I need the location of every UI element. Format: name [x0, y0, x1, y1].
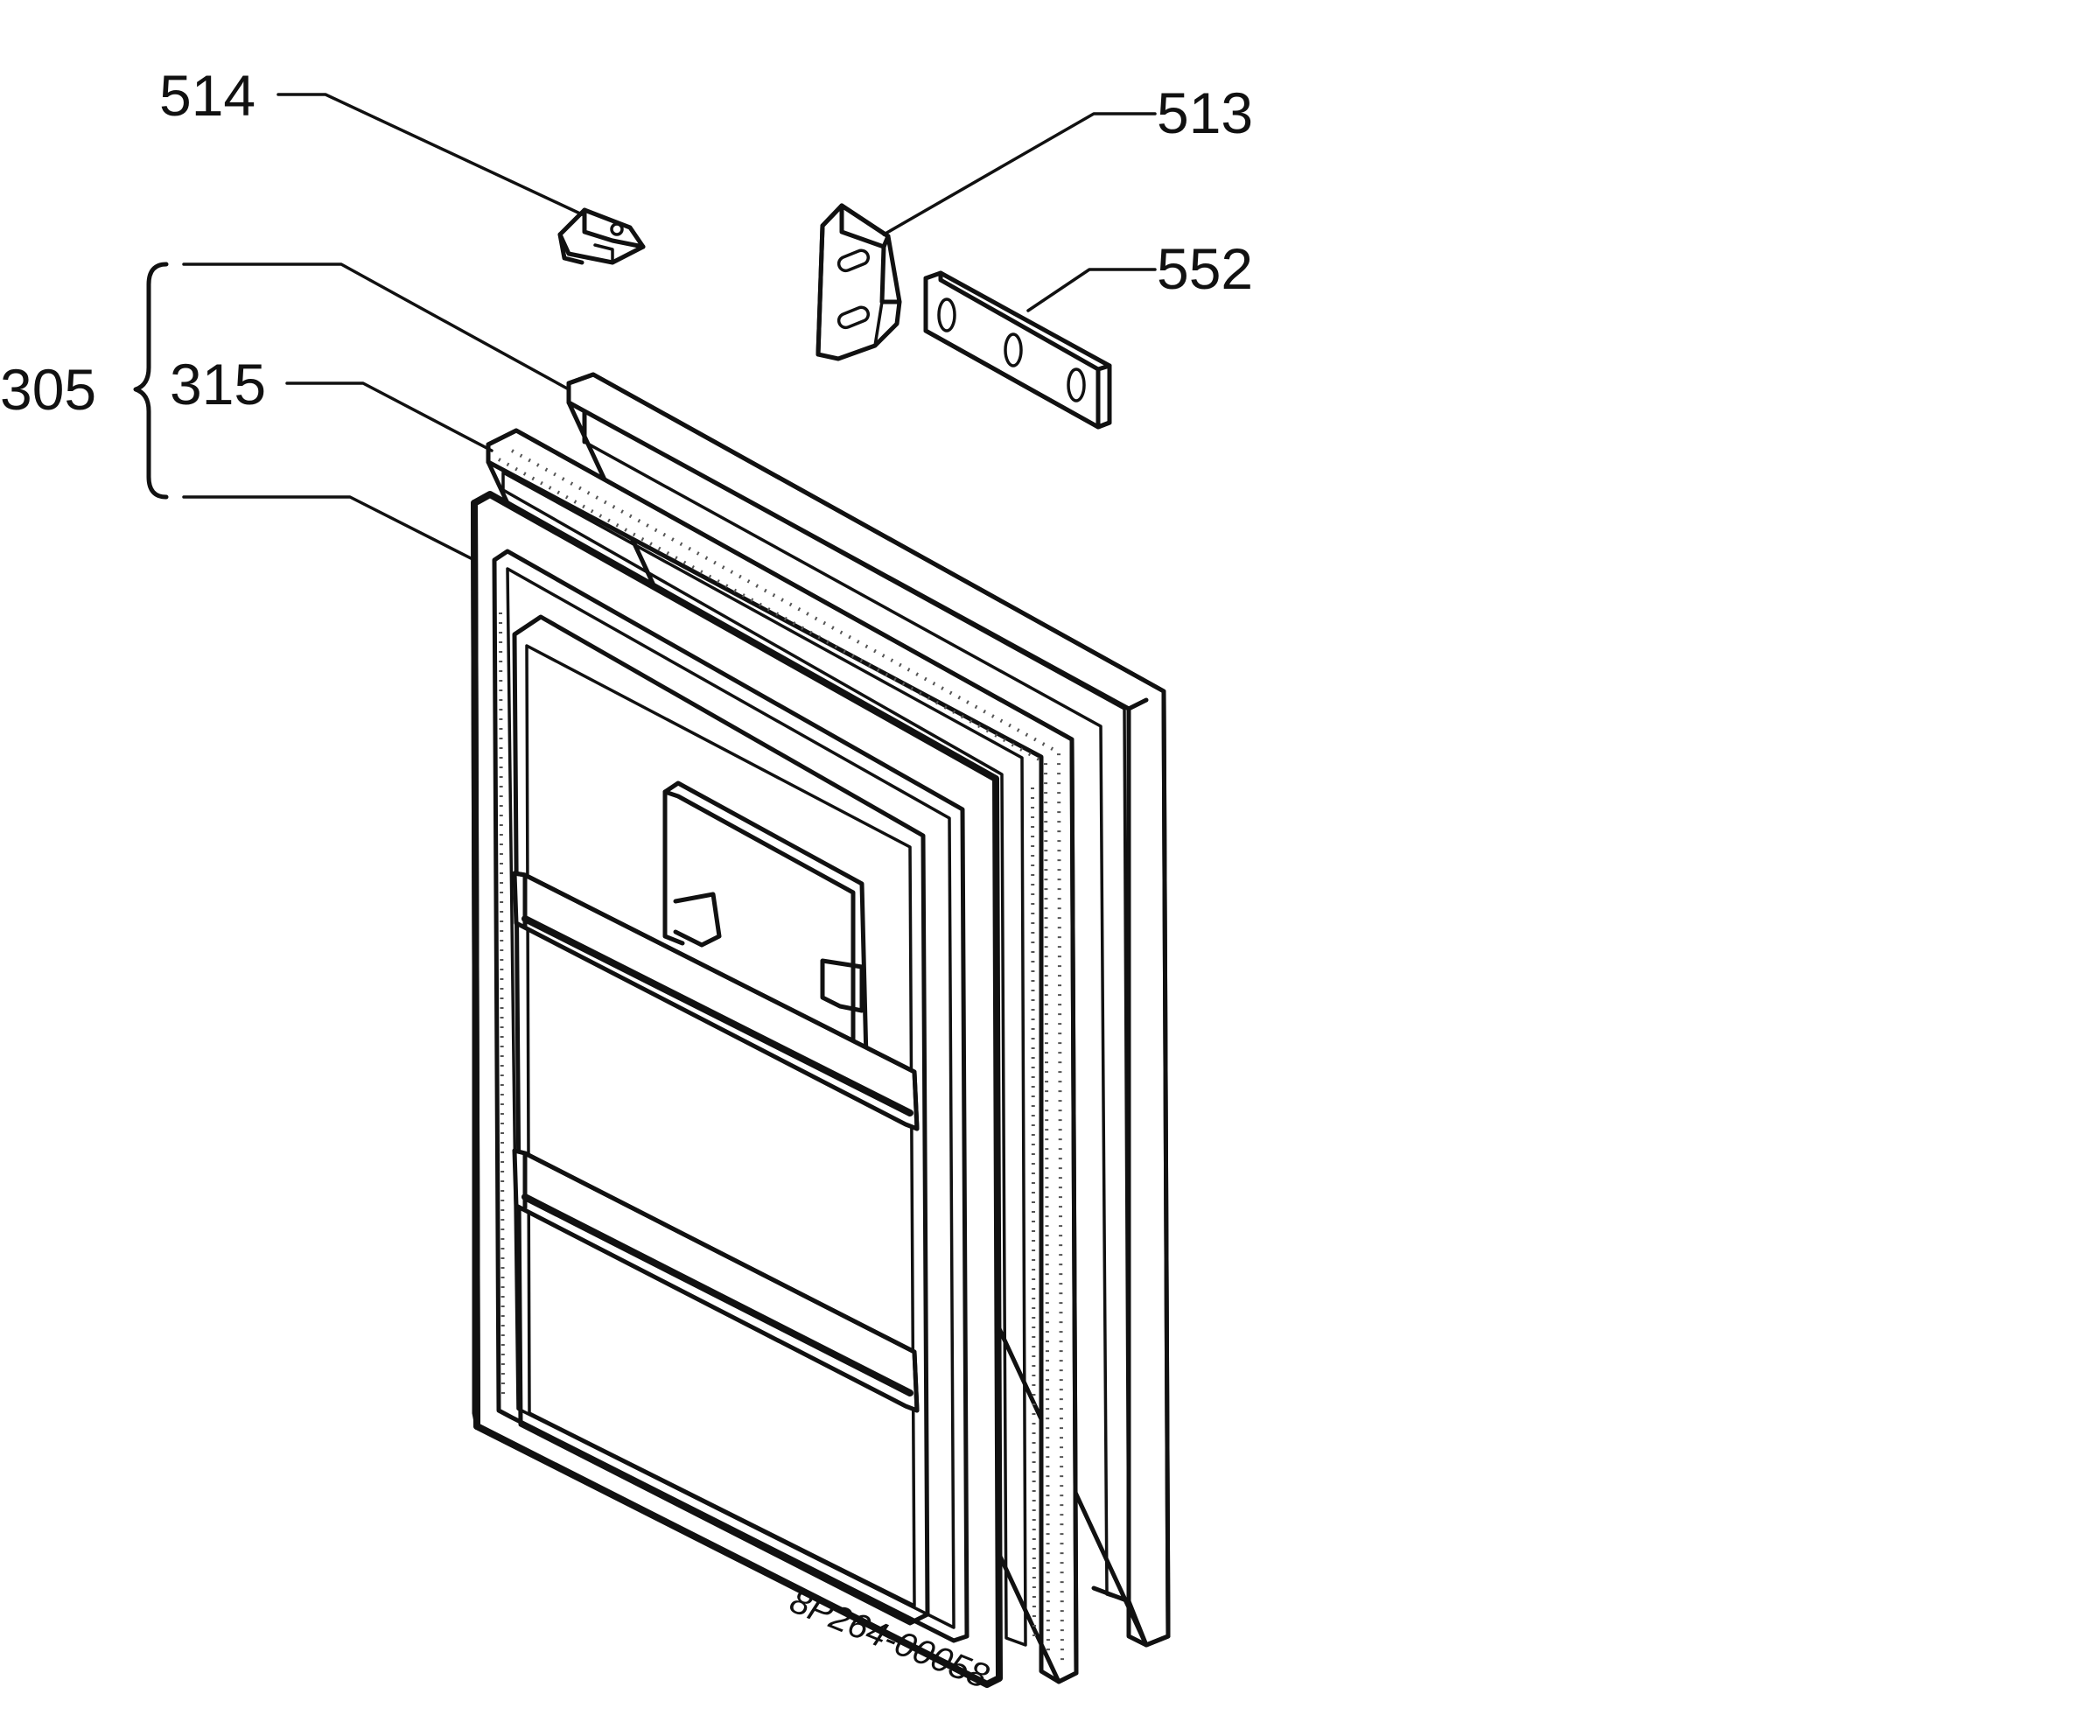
part-552-mounting-plate — [923, 270, 1112, 430]
door-gasket — [486, 428, 1079, 1684]
inner-door-liner — [471, 491, 1003, 1688]
part-514-clip — [557, 207, 646, 265]
group-brace-305 — [133, 262, 169, 500]
label-552: 552 — [1157, 236, 1253, 301]
leader-lines — [182, 93, 1157, 562]
part-513-hinge-bracket — [816, 203, 902, 361]
label-305: 305 — [0, 357, 96, 422]
label-513: 513 — [1157, 80, 1253, 145]
label-514: 514 — [159, 63, 256, 128]
outer-door-panel — [566, 372, 1171, 1648]
label-315: 315 — [170, 352, 266, 416]
